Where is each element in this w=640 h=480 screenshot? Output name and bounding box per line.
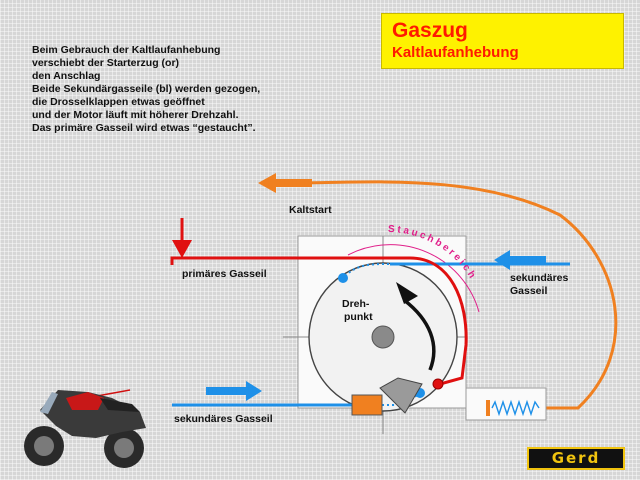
secondary-cable-bottom-label: sekundäres Gasseil (174, 413, 273, 425)
description-line: und der Motor läuft mit höherer Drehzahl… (32, 109, 239, 121)
secondary-arrow-bottom (206, 381, 262, 401)
title-box: Gaszug Kaltlaufanhebung (381, 13, 624, 69)
gerd-logo: Gerd (527, 447, 625, 470)
logo-text: Gerd (551, 449, 601, 467)
motorcycle-tank (66, 392, 104, 410)
motorcycle-icon (24, 389, 146, 468)
motorcycle-front-rim (34, 436, 54, 456)
motorcycle-seat (100, 398, 140, 412)
description-line: Beim Gebrauch der Kaltlaufanhebung (32, 44, 221, 56)
description-line: Das primäre Gasseil wird etwas “gestauch… (32, 122, 256, 134)
rotation-arrowhead (396, 282, 418, 304)
description-line: den Anschlag (32, 70, 101, 82)
description-line: verschiebt der Starterzug (or) (32, 57, 180, 69)
stop-block (351, 394, 383, 416)
starter-cable (299, 180, 618, 410)
motorcycle-windshield (40, 392, 58, 414)
kaltstart-label: Kaltstart (289, 204, 332, 216)
stauch-label: Stauchbereich (388, 224, 479, 282)
pivot-label-1: Dreh- (342, 298, 370, 310)
pivot-label-2: punkt (344, 311, 373, 323)
spring-housing (465, 387, 547, 421)
page-subtitle: Kaltlaufanhebung (392, 44, 519, 61)
primary-arrow-head (172, 240, 192, 258)
secondary-arrow-top (494, 250, 546, 270)
secondary-anchor-top (338, 273, 348, 283)
description: Beim Gebrauch der Kaltlaufanhebung versc… (32, 44, 332, 135)
primary-anchor (432, 378, 444, 390)
pivot-point (371, 325, 395, 349)
throttle-cam (379, 377, 423, 414)
spring-plunger (486, 400, 490, 416)
motorcycle-rear-rim (114, 438, 134, 458)
secondary-cable-right-label-2: Gasseil (510, 285, 548, 297)
kaltstart-arrow (258, 173, 312, 193)
stauch-label-path: Stauchbereich (388, 224, 476, 282)
primary-cable (170, 256, 468, 386)
primary-cable-label: primäres Gasseil (182, 268, 267, 280)
rotation-arrow (402, 298, 436, 371)
spring-coil (491, 399, 540, 417)
stauch-arc (347, 244, 480, 313)
secondary-cable-right-label-1: sekundäres (510, 272, 569, 284)
page-title: Gaszug (392, 19, 468, 42)
description-line: Beide Sekundärgasseile (bl) werden gezog… (32, 83, 261, 95)
description-line: die Drosselklappen etwas geöffnet (32, 96, 205, 108)
